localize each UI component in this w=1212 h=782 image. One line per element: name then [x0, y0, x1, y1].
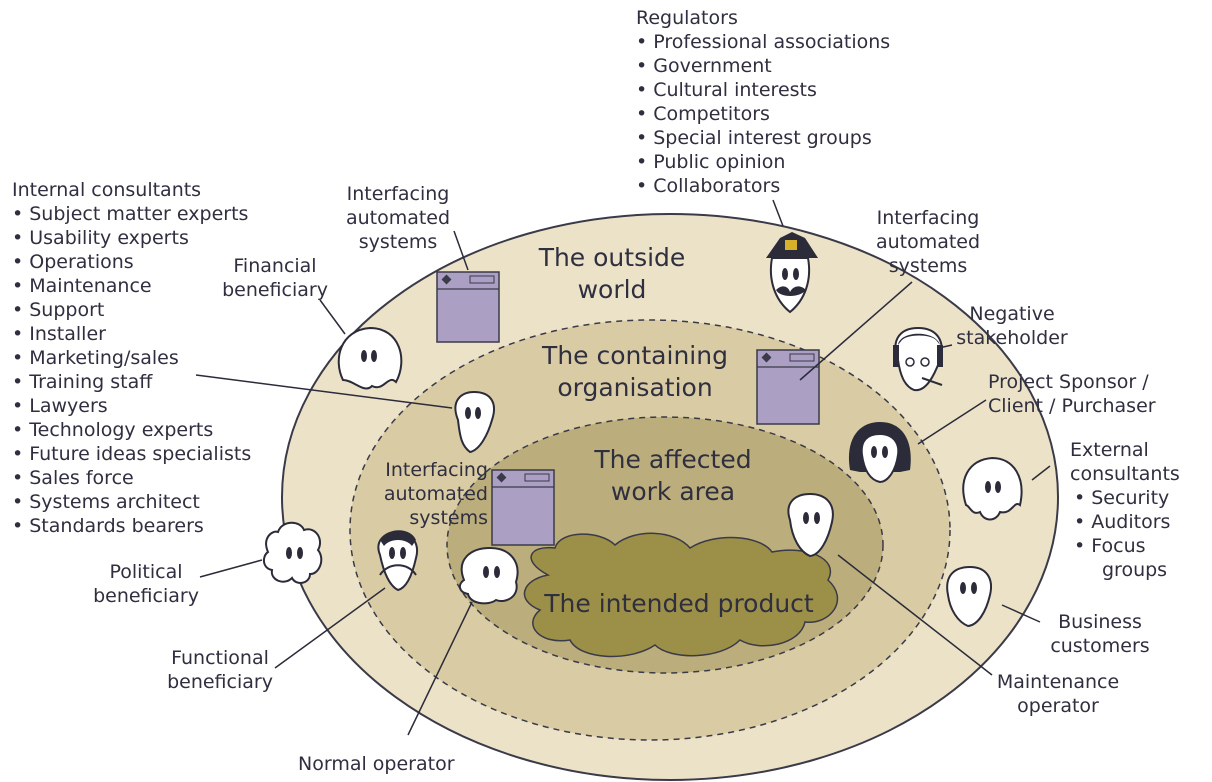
maintenance-operator-face [787, 492, 834, 558]
list-item: Systems architect [12, 490, 251, 514]
list-item: Special interest groups [636, 126, 890, 150]
list-item: Lawyers [12, 394, 251, 418]
list-item: Training staff [12, 370, 251, 394]
external-consultants-list: Security Auditors Focus [1074, 486, 1180, 558]
list-item: Professional associations [636, 30, 890, 54]
regulators-block: Regulators Professional associations Gov… [636, 6, 890, 198]
list-item: Sales force [12, 466, 251, 490]
list-item: Competitors [636, 102, 890, 126]
external-consultants-title-line2: consultants [1070, 463, 1180, 485]
zone-title-intended-product: The intended product [544, 589, 814, 618]
external-consultants-title: External [1070, 439, 1149, 461]
internal-consultants-list: Subject matter experts Usability experts… [12, 202, 251, 538]
intended-product-cloud [523, 532, 839, 658]
list-item: Operations [12, 250, 251, 274]
regulators-list: Professional associations Government Cul… [636, 30, 890, 198]
external-consultants-block: External consultants Security Auditors F… [1070, 438, 1180, 582]
list-item: Cultural interests [636, 78, 890, 102]
list-item: Subject matter experts [12, 202, 251, 226]
list-item: Auditors [1074, 510, 1180, 534]
list-item: Installer [12, 322, 251, 346]
external-consultant-face [962, 456, 1023, 521]
normal-operator-label: Normal operator [298, 753, 455, 775]
regulators-title: Regulators [636, 7, 738, 29]
interfacing-system-window-inner [491, 469, 555, 546]
list-item: Collaborators [636, 174, 890, 198]
regulator-face [766, 232, 818, 314]
negative-stakeholder-face [893, 326, 943, 392]
list-item: Standards bearers [12, 514, 251, 538]
interfacing-system-window-right [756, 349, 820, 425]
political-beneficiary-face [262, 521, 323, 584]
functional-beneficiary-face [377, 530, 418, 592]
list-item: Marketing/sales [12, 346, 251, 370]
list-item: Usability experts [12, 226, 251, 250]
list-item: Focus [1074, 534, 1180, 558]
normal-operator-face [458, 546, 519, 605]
internal-consultant-face [454, 390, 495, 454]
financial-beneficiary-face [337, 326, 403, 390]
internal-consultants-title: Internal consultants [12, 179, 202, 201]
project-sponsor-face [848, 422, 911, 484]
list-item: Government [636, 54, 890, 78]
leader-lines [195, 199, 1051, 736]
external-consultants-continuation: groups [1102, 559, 1168, 581]
internal-consultants-block: Internal consultants Subject matter expe… [12, 178, 251, 538]
list-item: Public opinion [636, 150, 890, 174]
list-item: Security [1074, 486, 1180, 510]
project-sponsor-label: Project Sponsor /Client / Purchaser [988, 371, 1156, 417]
list-item: Support [12, 298, 251, 322]
list-item: Maintenance [12, 274, 251, 298]
list-item: Technology experts [12, 418, 251, 442]
list-item: Future ideas specialists [12, 442, 251, 466]
interfacing-system-window-top [436, 271, 500, 343]
business-customer-face [946, 565, 992, 628]
